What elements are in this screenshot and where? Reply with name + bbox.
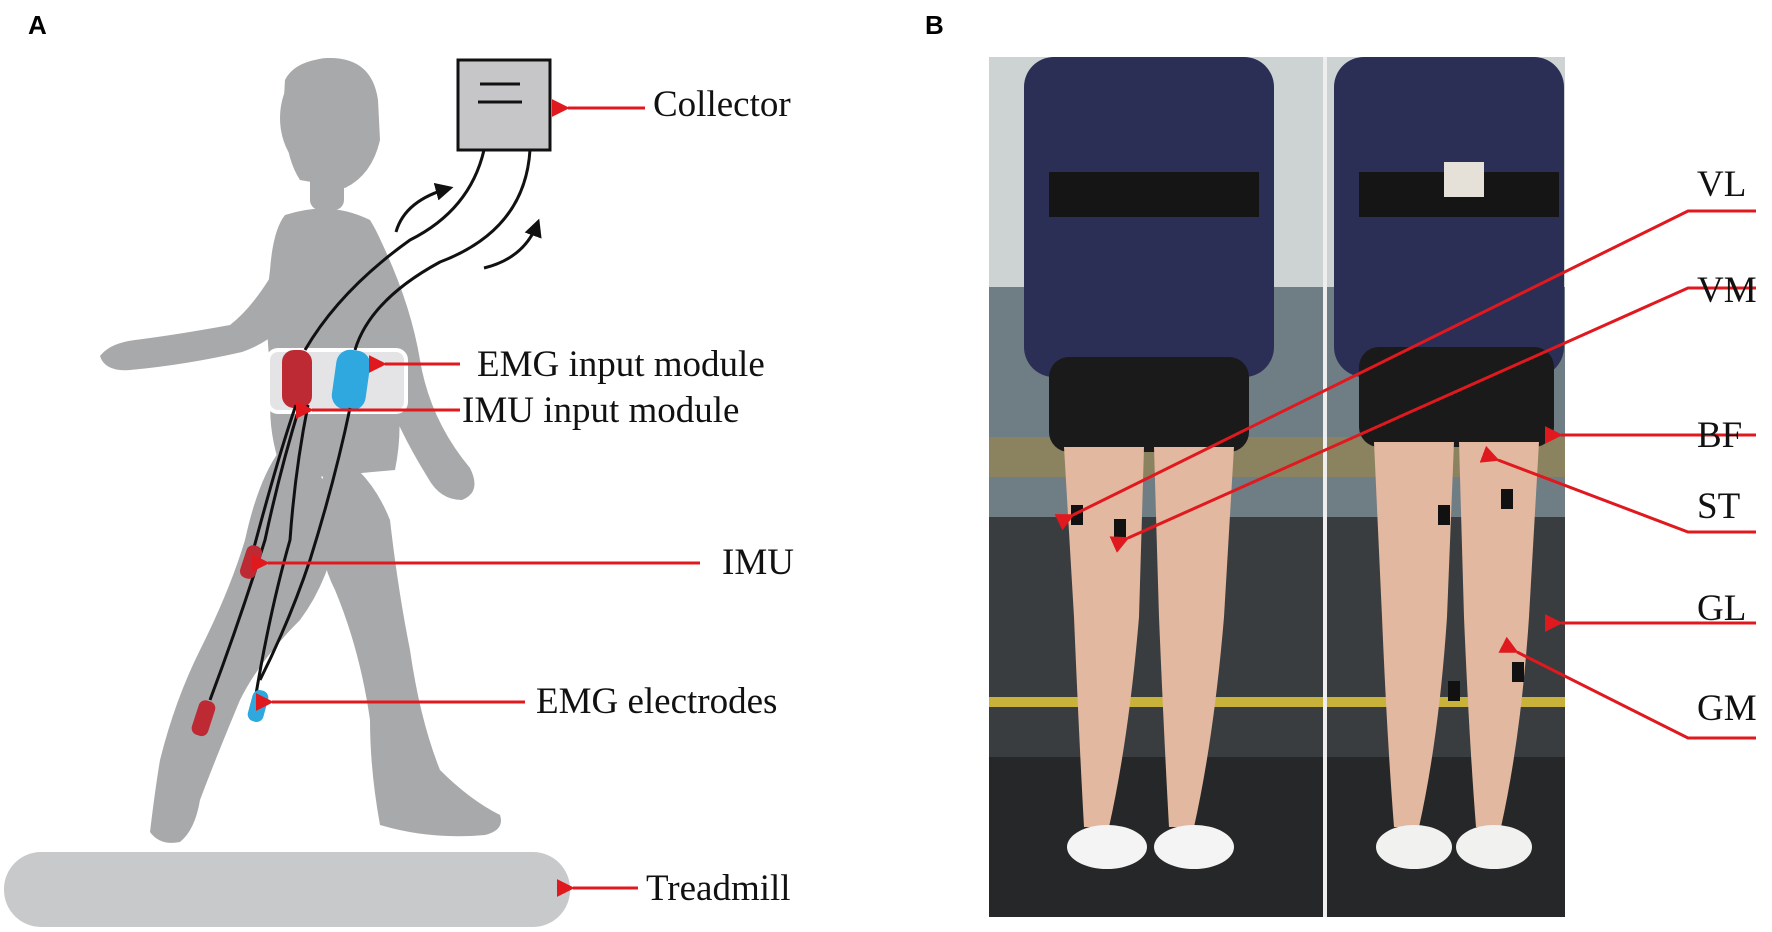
imu-shank-marker <box>191 700 216 737</box>
treadmill-belt <box>4 852 570 927</box>
muscle-label-gl: GL <box>1697 588 1747 629</box>
label-emg-input-module: EMG input module <box>477 344 765 385</box>
label-imu-input-module: IMU input module <box>462 390 740 431</box>
muscle-label-gm: GM <box>1697 688 1757 729</box>
upload-arrow-2 <box>483 218 542 270</box>
label-collector: Collector <box>653 84 791 125</box>
panel-a-letter: A <box>28 10 47 40</box>
muscle-label-bf: BF <box>1697 415 1743 456</box>
label-emg-electrodes: EMG electrodes <box>536 681 778 722</box>
emg-input-module <box>331 349 371 411</box>
participant-photo <box>989 57 1565 917</box>
label-treadmill: Treadmill <box>646 868 791 909</box>
muscle-label-st: ST <box>1697 486 1741 527</box>
muscle-label-vl: VL <box>1697 164 1747 205</box>
muscle-label-vm: VM <box>1697 270 1757 311</box>
back-view-person <box>1334 57 1564 869</box>
cables <box>208 149 532 701</box>
upload-arrow-1 <box>394 183 454 233</box>
panel-a-callouts <box>251 99 700 897</box>
label-imu: IMU <box>722 542 794 583</box>
collector-box <box>456 58 552 152</box>
imu-input-module <box>282 350 312 408</box>
panel-b-letter: B <box>925 10 944 40</box>
